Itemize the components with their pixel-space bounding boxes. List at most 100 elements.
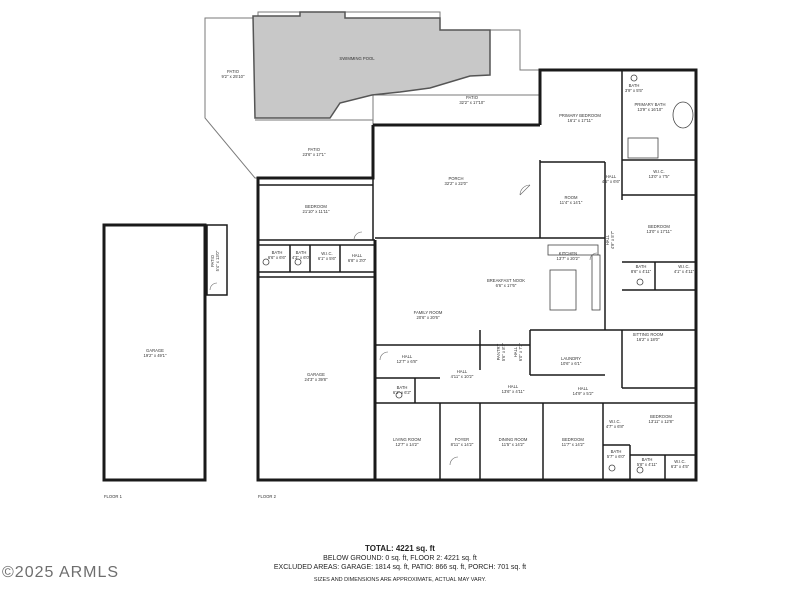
- floor-2-label: FLOOR 2: [258, 494, 277, 499]
- room-patio-w-name: PATIO: [227, 69, 240, 74]
- room-bath-wc-name: BATH: [629, 83, 640, 88]
- room-primary-bath-dims: 13'9" x 16'10": [637, 107, 663, 112]
- room-bath-b-name: BATH: [296, 250, 307, 255]
- room-foyer-dims: 8'11" x 14'2": [451, 442, 474, 447]
- room-wic-a-name: W.I.C.: [321, 251, 332, 256]
- area-summary: TOTAL: 4221 sq. ft BELOW GROUND: 0 sq. f…: [0, 544, 800, 583]
- room-bedroom-nw-dims: 21'10" x 11'11": [302, 209, 330, 214]
- room-hall-g-dims: 13'6" x 4'11": [502, 389, 525, 394]
- room-kitchen-dims: 13'7" x 20'2": [557, 256, 580, 261]
- room-hall-c-name: HALL: [352, 253, 363, 258]
- room-hall-d-dims: 6'0" x 7'2": [518, 342, 523, 361]
- room-patio-small-name: PATIO: [210, 254, 215, 267]
- room-bath-e-name: BATH: [611, 449, 622, 454]
- room-garage-main-name: GARAGE: [307, 372, 325, 377]
- room-wic-c-dims: 4'7" x 6'8": [606, 424, 625, 429]
- room-bath-d-dims: 6'1" x 6'2": [393, 390, 412, 395]
- total-area: TOTAL: 4221 sq. ft: [365, 544, 435, 553]
- room-hall-b-name: HALL: [605, 234, 610, 245]
- room-primary-bedroom-dims: 16'1" x 17'11": [568, 118, 593, 123]
- room-sitting-room-dims: 16'2" x 18'0": [637, 337, 660, 342]
- room-foyer-name: FOYER: [455, 437, 469, 442]
- room-room-dims: 11'4" x 14'1": [560, 200, 583, 205]
- room-bedroom-se-dims: 13'11" x 12'8": [649, 419, 674, 424]
- room-family-room-name: FAMILY ROOM: [414, 310, 443, 315]
- room-bedroom-e-name: BEDROOM: [648, 224, 670, 229]
- room-wic-primary-name: W.I.C.: [653, 169, 664, 174]
- room-bedroom-e-dims: 13'0" x 17'11": [647, 229, 672, 234]
- room-wic-b-name: W.I.C.: [678, 264, 689, 269]
- room-bath-c-dims: 8'6" x 4'11": [631, 269, 652, 274]
- floor-breakdown: BELOW GROUND: 0 sq. ft, FLOOR 2: 4221 sq…: [323, 555, 477, 562]
- room-hall-h-name: HALL: [578, 386, 589, 391]
- room-living-room-dims: 12'7" x 14'2": [396, 442, 419, 447]
- room-bath-wc-dims: 3'9" x 5'5": [625, 88, 644, 93]
- swimming-pool: [252, 11, 491, 119]
- room-wic-b-dims: 4'1" x 4'11": [674, 269, 695, 274]
- copyright-watermark: ©2025 ARMLS: [2, 564, 120, 581]
- room-breakfast-nook-name: BREAKFAST NOOK: [487, 278, 525, 283]
- room-kitchen-name: KITCHEN: [559, 251, 577, 256]
- room-primary-bath-name: PRIMARY BATH: [635, 102, 666, 107]
- room-patio-n-name: PATIO: [466, 95, 479, 100]
- room-wic-c-name: W.I.C.: [609, 419, 620, 424]
- room-living-room-name: LIVING ROOM: [393, 437, 421, 442]
- room-hall-e-name: HALL: [402, 354, 413, 359]
- room-laundry-dims: 10'6" x 6'1": [561, 361, 582, 366]
- room-patio-n-dims: 32'2" x 17'10": [459, 100, 485, 105]
- room-family-room-dims: 20'6" x 20'6": [417, 315, 440, 320]
- room-bath-a-name: BATH: [272, 250, 283, 255]
- room-dining-room-name: DINING ROOM: [499, 437, 528, 442]
- room-bath-e-dims: 5'7" x 6'0": [607, 454, 626, 459]
- room-porch-name: PORCH: [448, 176, 463, 181]
- room-bath-c-name: BATH: [636, 264, 647, 269]
- room-hall-a-name: HALL: [606, 174, 617, 179]
- room-room-name: ROOM: [564, 195, 578, 200]
- room-garage-main-dims: 24'3" x 39'8": [305, 377, 328, 382]
- room-breakfast-nook-dims: 6'6" x 17'6": [496, 283, 517, 288]
- room-patio-small-dims: 5'4" x 13'0": [215, 250, 220, 271]
- room-bedroom-s-dims: 11'7" x 14'2": [562, 442, 585, 447]
- room-pantry-name: PANTRY: [496, 343, 501, 360]
- room-primary-bedroom-name: PRIMARY BEDROOM: [559, 113, 601, 118]
- room-bedroom-s-name: BEDROOM: [562, 437, 584, 442]
- fixtures: [262, 74, 694, 474]
- room-bedroom-nw-name: BEDROOM: [305, 204, 327, 209]
- room-wic-a-dims: 6'1" x 5'6": [318, 256, 337, 261]
- room-wic-d-dims: 6'3" x 4'5": [671, 464, 690, 469]
- room-wic-d-name: W.I.C.: [674, 459, 685, 464]
- room-bath-b-dims: 4'3" x 6'0": [292, 255, 311, 260]
- room-bath-d-name: BATH: [397, 385, 408, 390]
- room-bath-a-dims: 6'6" x 6'6": [268, 255, 287, 260]
- room-patio-mid-name: PATIO: [308, 147, 321, 152]
- detached-garage: [102, 223, 228, 482]
- room-sitting-room-name: SITTING ROOM: [633, 332, 664, 337]
- room-labels: SWIMMING POOL PATIO 9'2" x 25'10" PATIO …: [144, 56, 695, 469]
- room-hall-e-dims: 12'7" x 6'8": [397, 359, 418, 364]
- room-hall-d-name: HALL: [513, 346, 518, 357]
- room-wic-primary-dims: 13'0" x 7'5": [649, 174, 670, 179]
- room-garage-detached-name: GARAGE: [146, 348, 164, 353]
- room-hall-b-dims: 4'9" x 5'7": [610, 230, 615, 249]
- room-bath-f-dims: 5'8" x 4'11": [637, 462, 658, 467]
- room-dining-room-dims: 11'5" x 14'2": [502, 442, 525, 447]
- door-swings: [209, 184, 598, 466]
- room-hall-g-name: HALL: [508, 384, 519, 389]
- room-pantry-dims: 5'6" x 8'1": [501, 342, 506, 361]
- room-garage-detached-dims: 19'2" x 49'1": [144, 353, 167, 358]
- interior-walls: [258, 70, 696, 480]
- exterior-walls: [256, 68, 698, 482]
- room-swimming-pool-name: SWIMMING POOL: [339, 56, 375, 61]
- excluded-areas: EXCLUDED AREAS: GARAGE: 1814 sq. ft, PAT…: [273, 564, 527, 571]
- disclaimer: SIZES AND DIMENSIONS ARE APPROXIMATE, AC…: [313, 577, 487, 583]
- room-laundry-name: LAUNDRY: [561, 356, 581, 361]
- room-hall-h-dims: 14'9" x 5'2": [573, 391, 594, 396]
- floor-1-label: FLOOR 1: [104, 494, 123, 499]
- room-hall-f-dims: 4'11" x 10'2": [451, 374, 474, 379]
- room-hall-a-dims: 4'5" x 6'6": [602, 179, 621, 184]
- room-hall-f-name: HALL: [457, 369, 468, 374]
- room-bath-f-name: BATH: [642, 457, 653, 462]
- room-bedroom-se-name: BEDROOM: [650, 414, 672, 419]
- room-patio-w-dims: 9'2" x 25'10": [222, 74, 245, 79]
